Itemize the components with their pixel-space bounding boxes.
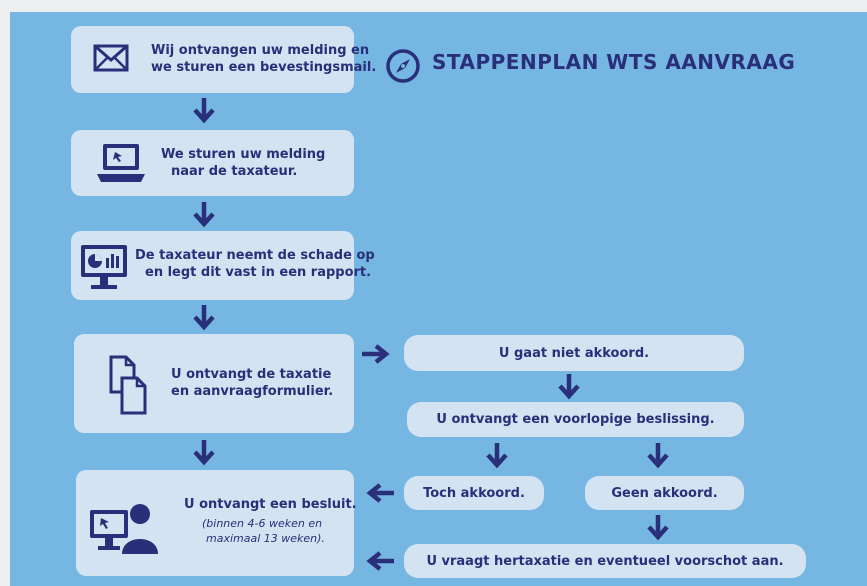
step-received-line1: Wij ontvangen uw melding en <box>151 43 370 58</box>
step-received-box: Wij ontvangen uw melding en we sturen ee… <box>71 26 376 93</box>
branch-provisional-decision: U ontvangt een voorlopige beslissing. <box>407 402 744 437</box>
step-besluit-line1: U ontvangt een besluit. <box>184 497 357 512</box>
step-report-box: De taxateur neemt de schade op en legt d… <box>71 231 375 300</box>
envelope-icon <box>93 44 129 72</box>
step-taxateur-line1: We sturen uw melding <box>161 147 326 162</box>
arrow-down-icon <box>193 202 215 228</box>
branch-retaxation: U vraagt hertaxatie en eventueel voorsch… <box>404 544 806 578</box>
branch-no-agreement: Geen akkoord. <box>585 476 744 510</box>
step-received-line2: we sturen een bevestingsmail. <box>151 60 377 75</box>
step-besluit-note1: (binnen 4-6 weken en <box>202 517 323 530</box>
arrow-down-icon <box>647 443 669 469</box>
arrow-left-icon <box>366 551 394 571</box>
step-taxatie-line1: U ontvangt de taxatie <box>171 367 332 382</box>
step-taxateur-box: We sturen uw melding naar de taxateur. <box>71 130 354 196</box>
arrow-down-icon <box>558 374 580 400</box>
step-taxatie-line2: en aanvraagformulier. <box>171 384 334 399</box>
step-taxatie-box: U ontvangt de taxatie en aanvraagformuli… <box>74 334 354 433</box>
flowchart-canvas: STAPPENPLAN WTS AANVRAAG Wij ontvangen u… <box>10 12 867 586</box>
page-title: STAPPENPLAN WTS AANVRAAG <box>432 50 796 74</box>
arrow-down-icon <box>486 443 508 469</box>
step-report-line1: De taxateur neemt de schade op <box>135 248 375 263</box>
arrow-down-icon <box>193 305 215 331</box>
branch-agree-anyway: Toch akkoord. <box>404 476 544 510</box>
arrow-right-icon <box>362 344 390 364</box>
step-taxateur-line2: naar de taxateur. <box>171 164 298 179</box>
user-monitor-icon <box>90 504 158 554</box>
arrow-down-icon <box>193 440 215 466</box>
step-besluit-box: U ontvangt een besluit. (binnen 4-6 weke… <box>76 470 357 576</box>
branch-not-agree: U gaat niet akkoord. <box>404 335 744 371</box>
step-report-line2: en legt dit vast in een rapport. <box>145 265 372 280</box>
arrow-left-icon <box>366 483 394 503</box>
laptop-icon <box>97 144 145 182</box>
documents-icon <box>109 355 147 415</box>
arrow-down-icon <box>193 98 215 124</box>
arrow-down-icon <box>647 515 669 541</box>
step-besluit-note2: maximaal 13 weken). <box>206 532 325 545</box>
compass-icon <box>386 49 420 83</box>
monitor-chart-icon <box>81 245 127 289</box>
